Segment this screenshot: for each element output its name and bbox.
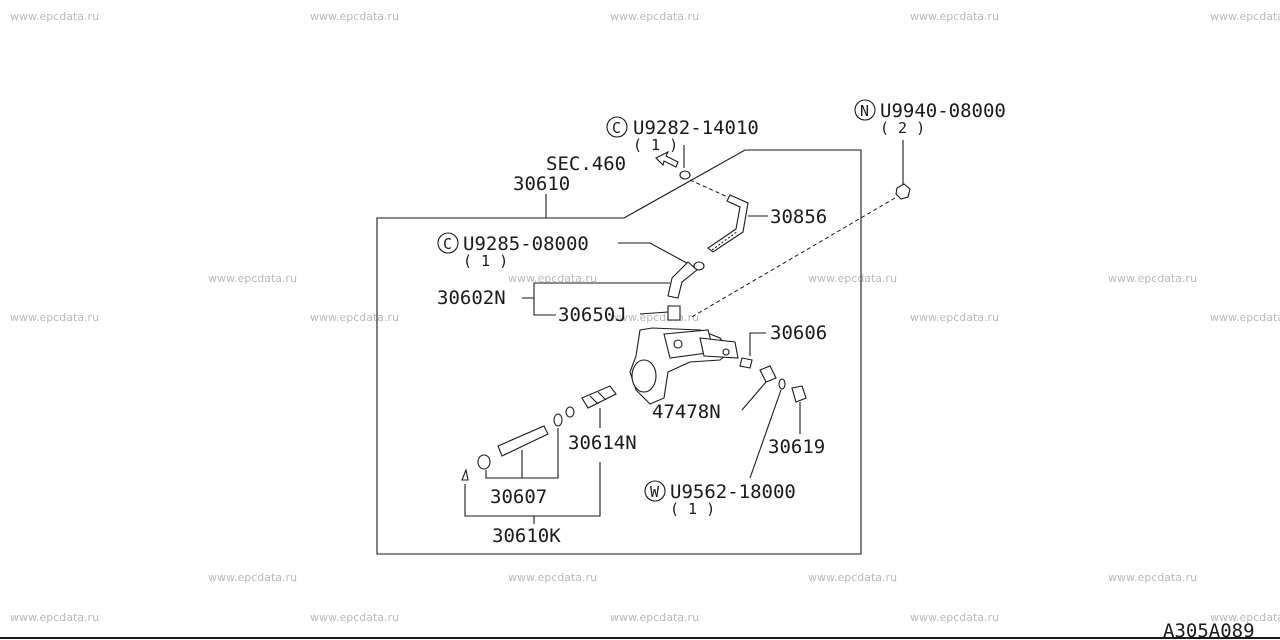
watermark: www.epcdata.ru <box>208 571 298 584</box>
pin-icon <box>461 468 469 481</box>
watermark: www.epcdata.ru <box>910 611 1000 624</box>
hose-ribs <box>711 230 739 251</box>
piston-cup-icon <box>553 413 563 427</box>
watermark: www.epcdata.ru <box>610 10 700 23</box>
fastener-code: U9562-18000 <box>670 481 796 503</box>
fastener-symbol: C <box>612 119 621 137</box>
leader-line <box>749 389 782 479</box>
watermark: www.epcdata.ru <box>508 272 598 285</box>
fastener-qty: ( 1 ) <box>633 136 678 154</box>
watermark: www.epcdata.ru <box>10 10 100 23</box>
watermark: www.epcdata.ru <box>310 611 400 624</box>
part-label-30606: 30606 <box>770 322 827 344</box>
seal-icon <box>739 357 753 369</box>
fastener-symbol: C <box>443 235 452 253</box>
watermark: www.epcdata.ru <box>1210 311 1280 324</box>
leader-line <box>618 242 697 269</box>
assembly-boundary <box>376 149 862 555</box>
elbow-hose-icon <box>667 261 698 299</box>
leader-line <box>533 298 556 316</box>
part-label-47478N: 47478N <box>652 401 721 423</box>
watermark: www.epcdata.ru <box>1108 272 1198 285</box>
hose-clip-icon <box>693 261 705 271</box>
watermark: www.epcdata.ru <box>208 272 298 285</box>
watermark: www.epcdata.ru <box>910 311 1000 324</box>
fastener-n1-callout: N U9940-08000 ( 2 ) <box>854 99 1006 185</box>
boot-icon <box>581 385 617 409</box>
leader-line <box>464 462 601 517</box>
clevis-icon <box>477 454 491 470</box>
watermark: www.epcdata.ru <box>10 611 100 624</box>
piston-seal-icon <box>565 406 575 418</box>
boot-rib <box>597 391 607 401</box>
dashed-guide <box>689 197 896 319</box>
gasket-icon <box>778 378 786 390</box>
push-rod-icon <box>497 425 549 457</box>
watermark: www.epcdata.ru <box>1210 10 1280 23</box>
watermark: www.epcdata.ru <box>10 311 100 324</box>
fastener-qty: ( 2 ) <box>880 119 925 137</box>
cylinder-port <box>673 339 683 349</box>
fastener-qty: ( 1 ) <box>670 500 715 518</box>
drawing-code: A305A089 <box>1163 620 1255 640</box>
part-label-30610K: 30610K <box>492 525 561 547</box>
section-reference: SEC.460 <box>546 153 626 175</box>
leader-line <box>639 311 669 315</box>
hose-icon <box>707 194 749 253</box>
watermark: www.epcdata.ru <box>808 571 898 584</box>
cylinder-outlet <box>699 337 739 359</box>
boot-rib <box>589 395 599 405</box>
clutch-master-cylinder-icon <box>629 327 739 405</box>
fastener-symbol: N <box>860 102 869 120</box>
fastener-c1-callout: C U9282-14010 ( 1 ) <box>606 116 759 168</box>
fastener-code: U9282-14010 <box>633 117 759 139</box>
cylinder-port <box>722 348 730 356</box>
watermark: www.epcdata.ru <box>508 571 598 584</box>
fastener-w1-callout: W U9562-18000 ( 1 ) <box>644 389 796 518</box>
cylinder-bore <box>631 359 657 393</box>
watermark: www.epcdata.ru <box>1108 571 1198 584</box>
part-label-30610: 30610 <box>513 173 570 195</box>
fastener-c2-callout: C U9285-08000 ( 1 ) <box>437 232 697 270</box>
fastener-symbol: W <box>650 483 660 501</box>
washer-icon <box>759 365 777 383</box>
direction-arrow-icon <box>655 150 679 168</box>
leader-line <box>522 282 670 299</box>
part-label-30602N: 30602N <box>437 287 506 309</box>
part-label-30607: 30607 <box>490 486 547 508</box>
leader-line <box>749 332 766 356</box>
fitting-icon <box>791 385 807 403</box>
watermark: www.epcdata.ru <box>1210 611 1280 624</box>
symbol-circle <box>437 232 459 254</box>
watermark: www.epcdata.ru <box>310 10 400 23</box>
part-label-30650J: 30650J <box>558 304 627 326</box>
nut-icon <box>895 183 911 200</box>
hose-clip-icon <box>679 170 691 180</box>
part-label-30614N: 30614N <box>568 432 637 454</box>
symbol-circle <box>854 99 876 121</box>
fastener-code: U9940-08000 <box>880 100 1006 122</box>
watermark: www.epcdata.ru <box>808 272 898 285</box>
watermark: www.epcdata.ru <box>610 611 700 624</box>
part-label-30856: 30856 <box>770 206 827 228</box>
symbol-circle <box>644 480 666 502</box>
dashed-guide <box>689 179 731 199</box>
fastener-code: U9285-08000 <box>463 233 589 255</box>
watermark: www.epcdata.ru <box>910 10 1000 23</box>
hose-fitting-icon <box>667 305 681 321</box>
part-label-30619: 30619 <box>768 436 825 458</box>
symbol-circle <box>606 116 628 138</box>
fastener-qty: ( 1 ) <box>463 252 508 270</box>
leader-line <box>741 381 767 411</box>
